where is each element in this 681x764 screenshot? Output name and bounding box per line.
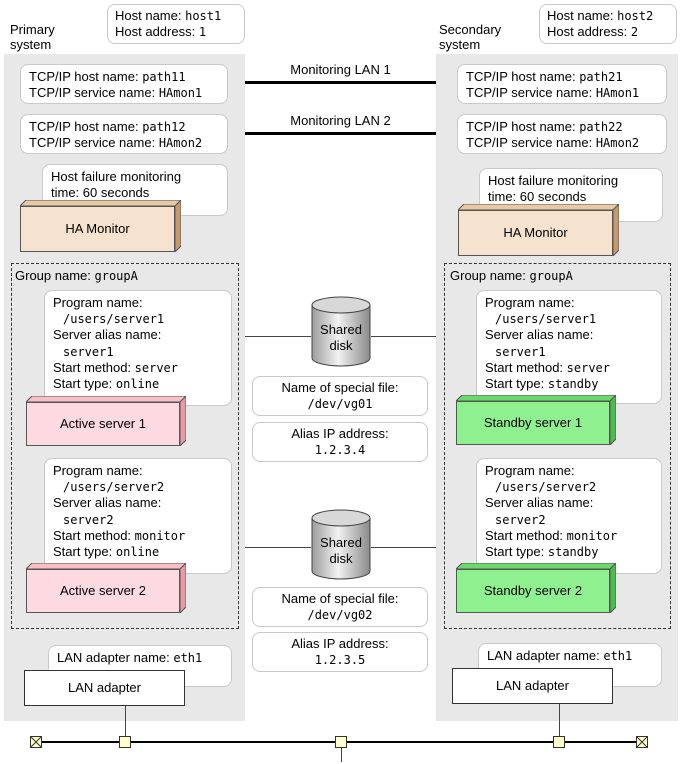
standby-server-1-label: Standby server 1 [483, 415, 583, 430]
disk-2-connection-right [371, 547, 436, 548]
secondary-adapter-drop [559, 704, 560, 736]
bus-node-primary [119, 736, 131, 748]
primary-ha-monitor-label: HA Monitor [65, 221, 130, 236]
disk-1-special-file-card: Name of special file: /dev/vg01 [252, 376, 428, 416]
disk-2-special-file-card: Name of special file: /dev/vg02 [252, 587, 428, 627]
primary-ha-monitor-box: HA Monitor [20, 200, 181, 252]
primary-tcp2-card: TCP/IP host name: path12 TCP/IP service … [20, 114, 228, 154]
disk-1-connection-left [245, 336, 311, 337]
secondary-group-box [444, 263, 671, 629]
standby-server-2-box: Standby server 2 [456, 563, 616, 613]
monitoring-lan-1-label: Monitoring LAN 1 [290, 62, 391, 77]
disk-1-alias-ip-card: Alias IP address: 1.2.3.4 [252, 422, 428, 462]
secondary-tcp2-card: TCP/IP host name: path22 TCP/IP service … [457, 114, 667, 154]
primary-host-card: Host name: host1 Host address: 1 [107, 4, 245, 44]
secondary-ha-monitor-label: HA Monitor [503, 225, 568, 240]
primary-lan-adapter-label: LAN adapter [68, 680, 141, 695]
standby-server-2-label: Standby server 2 [483, 583, 583, 598]
disk-1-connection-right [371, 336, 436, 337]
monitoring-lan-2-line [245, 132, 436, 135]
bus-terminator-left [30, 736, 42, 748]
secondary-lan-adapter-box: LAN adapter [452, 668, 613, 704]
secondary-server1-card: Program name: /users/server1 Server alia… [476, 290, 662, 404]
secondary-host-card: Host name: host2 Host address: 2 [539, 4, 677, 44]
active-server-2-box: Active server 2 [26, 563, 186, 613]
disk-2-alias-ip-card: Alias IP address: 1.2.3.5 [252, 632, 428, 672]
monitoring-lan-1-line [245, 81, 436, 84]
primary-server2-card: Program name: /users/server2 Server alia… [44, 458, 232, 574]
active-server-1-label: Active server 1 [60, 416, 146, 431]
network-bus-stub [341, 748, 342, 762]
bus-terminator-right [636, 736, 648, 748]
primary-lan-adapter-box: LAN adapter [24, 670, 185, 706]
primary-group-box [11, 263, 239, 629]
primary-tcp1-card: TCP/IP host name: path11 TCP/IP service … [20, 64, 228, 104]
secondary-lan-adapter-label: LAN adapter [496, 678, 569, 693]
active-server-2-label: Active server 2 [60, 583, 146, 598]
standby-server-1-box: Standby server 1 [456, 395, 616, 445]
monitoring-lan-2-label: Monitoring LAN 2 [290, 113, 391, 128]
disk-2-connection-left [245, 547, 311, 548]
primary-adapter-drop [125, 706, 126, 736]
primary-group-label: Group name: groupA [15, 268, 138, 283]
secondary-server2-card: Program name: /users/server2 Server alia… [476, 458, 662, 574]
bus-node-center [335, 736, 347, 748]
secondary-group-label: Group name: groupA [450, 268, 573, 283]
bus-node-secondary [553, 736, 565, 748]
primary-server1-card: Program name: /users/server1 Server alia… [44, 290, 232, 406]
secondary-tcp1-card: TCP/IP host name: path21 TCP/IP service … [457, 64, 667, 104]
secondary-ha-monitor-box: HA Monitor [458, 204, 619, 256]
active-server-1-box: Active server 1 [26, 396, 186, 446]
